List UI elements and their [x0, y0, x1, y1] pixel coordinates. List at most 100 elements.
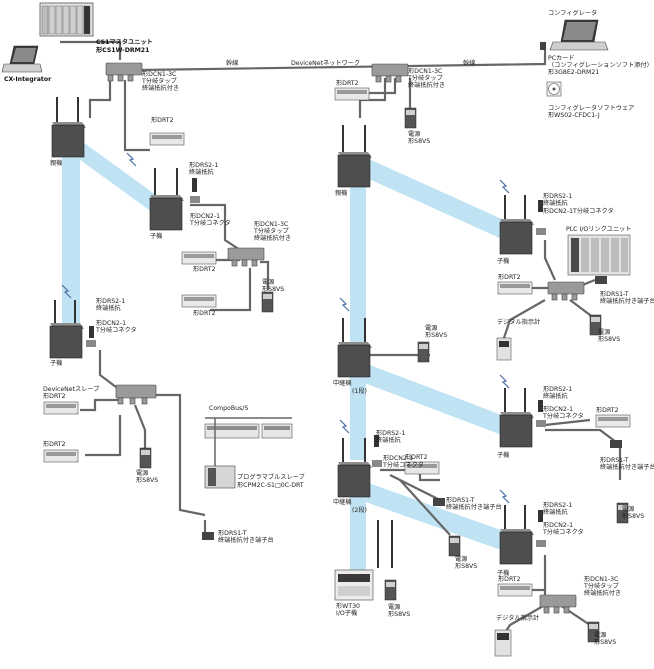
- terminators: [86, 178, 546, 547]
- cable-drt2-top: [123, 80, 150, 152]
- cable-trunk: [139, 48, 547, 72]
- dcn13c-desc2: 終端抵抗付き: [408, 82, 446, 89]
- terminator-icon: [538, 510, 543, 522]
- terminal-block-icon: [202, 532, 214, 540]
- wt30-io-unit: [334, 520, 393, 601]
- drt2-module-icon: [181, 294, 217, 308]
- plc-master-rack: [39, 2, 94, 37]
- wireless-icon: [499, 179, 510, 194]
- terminal-block-icon: [433, 498, 445, 506]
- cable-r2-drt2: [544, 418, 591, 427]
- digital-indicator-icon: [496, 337, 512, 361]
- programmable-slave-icon: [204, 465, 236, 489]
- drt2-label: 形DRT2: [193, 266, 216, 273]
- terminator-icon: [374, 435, 379, 447]
- drt2-modules: [43, 87, 631, 597]
- digital-display-label: デジタル指示計: [497, 319, 541, 326]
- drs2-desc: 終端抵抗: [96, 305, 121, 312]
- s8vs-label: 形S8VS: [388, 611, 411, 618]
- drs2-desc: 終端抵抗: [543, 200, 568, 207]
- dcn21-label: 形DCN2-1: [543, 406, 574, 413]
- drs21-label: 形DRS2-1: [189, 162, 219, 169]
- drt2-label: 形DRT2: [498, 576, 521, 583]
- terminator-icon: [89, 326, 94, 338]
- cable-progslave: [155, 393, 206, 517]
- parent-label: 親機: [50, 160, 63, 167]
- power-supply-icon: [587, 621, 600, 643]
- dcn21t-label: 形DCN2-1T分岐コネクタ: [543, 208, 614, 215]
- io-child-label: I/O子機: [336, 610, 358, 617]
- terminal-block-icon: [595, 276, 607, 284]
- drt2-label: 形DRT2: [596, 407, 619, 414]
- wireless-beams: [62, 140, 515, 585]
- t-connector-icon: [536, 228, 546, 235]
- power-supply-icon: [139, 447, 152, 469]
- dcn13c-model: 形DCN1-3C: [254, 221, 289, 228]
- cable-drt2-mid2: [210, 268, 252, 312]
- power-label: 電源: [262, 279, 275, 286]
- drt2-module-icon: [595, 414, 631, 428]
- drs2-desc: 終端抵抗: [189, 169, 214, 176]
- s8vs-label: 形S8VS: [425, 332, 448, 339]
- laptop-icon: [549, 19, 609, 51]
- t-branch-tap-icon: [115, 384, 157, 405]
- t-branch-tap-icon: [539, 594, 577, 614]
- prog-slave-label: プログラマブルスレーブ: [237, 474, 305, 481]
- cx-integrator-label: CX-Integrator: [4, 76, 52, 83]
- beam-parent-to-relay1: [350, 160, 366, 345]
- digital-indicator-icon: [494, 629, 512, 657]
- drt2-label: 形DRT2: [405, 454, 428, 461]
- dcn2-desc: T分岐コネクタ: [190, 220, 231, 227]
- s8vs-label: 形S8VS: [594, 639, 617, 646]
- compobus-label: CompoBus/S: [209, 405, 249, 412]
- t-connector-icon: [536, 420, 546, 427]
- power-supplies: [139, 107, 629, 643]
- dcn2-desc: T分岐コネクタ: [383, 462, 424, 469]
- drs2-desc: 終端抵抗: [376, 437, 401, 444]
- child-label: 子機: [50, 360, 63, 367]
- cable-r1-plc: [543, 240, 557, 281]
- dcn21-label: 形DCN2-1: [190, 213, 221, 220]
- t-connector-icon: [190, 196, 200, 203]
- terminator-icon: [538, 400, 543, 412]
- drs21-label: 形DRS2-1: [543, 386, 573, 393]
- parent-label: 親機: [335, 190, 348, 197]
- drs1t-label: 形DRS1-T: [446, 497, 475, 504]
- wireless-unit-parent-right: [337, 125, 372, 188]
- dcn13c-desc1: T分岐タップ: [254, 228, 289, 235]
- dcn13c-desc2: 終端抵抗付き: [142, 85, 180, 92]
- devicenet-slave-label: DeviceNetスレーブ: [43, 386, 100, 393]
- cable-power-lower: [133, 404, 147, 450]
- cable-drt2-lower1: [80, 398, 118, 412]
- drt2-module-icon: [497, 281, 533, 295]
- drs1t-desc: 終端抵抗付き端子台: [218, 537, 274, 544]
- drt2-label: 形DRT2: [43, 393, 66, 400]
- t-branch-tap-icon: [105, 62, 143, 82]
- pc-card-model: 形3G8E2-DRM21: [548, 69, 600, 76]
- drt2-module-icon: [43, 401, 79, 415]
- cable-r3-digital: [499, 555, 547, 641]
- cable-drt2-lower2: [85, 415, 122, 457]
- dcn13c-model: 形DCN1-3C: [142, 71, 177, 78]
- drs21-label: 形DRS2-1: [543, 502, 573, 509]
- drt2-module-icon: [497, 583, 533, 597]
- master-unit-model: 形CS1W-DRM21: [96, 47, 150, 54]
- wt30-label: 形WT30: [336, 603, 360, 610]
- configurator-label: コンフィグレータ: [548, 10, 598, 17]
- drs2-desc: 終端抵抗: [543, 393, 568, 400]
- t-tap-devices: [105, 62, 585, 614]
- power-supply-icon: [448, 535, 461, 557]
- plc-io-link-label: PLC I/Oリンクユニット: [566, 226, 632, 233]
- dcn21-label: 形DCN2-1: [96, 320, 127, 327]
- drs1t-label: 形DRS1-T: [600, 457, 629, 464]
- power-label: 電源: [598, 329, 611, 336]
- cable-child-left: [190, 203, 241, 251]
- wireless-icon: [339, 297, 350, 312]
- plc-io-link-rack: [567, 234, 631, 276]
- power-supply-icon: [261, 291, 274, 313]
- beam-relay1-to-child-r2: [362, 362, 515, 440]
- wireless-unit-child-r1: [499, 195, 534, 255]
- relay2-label: (2段): [352, 507, 367, 514]
- s8vs-label: 形S8VS: [598, 336, 621, 343]
- dcn2-desc: T分岐コネクタ: [543, 413, 584, 420]
